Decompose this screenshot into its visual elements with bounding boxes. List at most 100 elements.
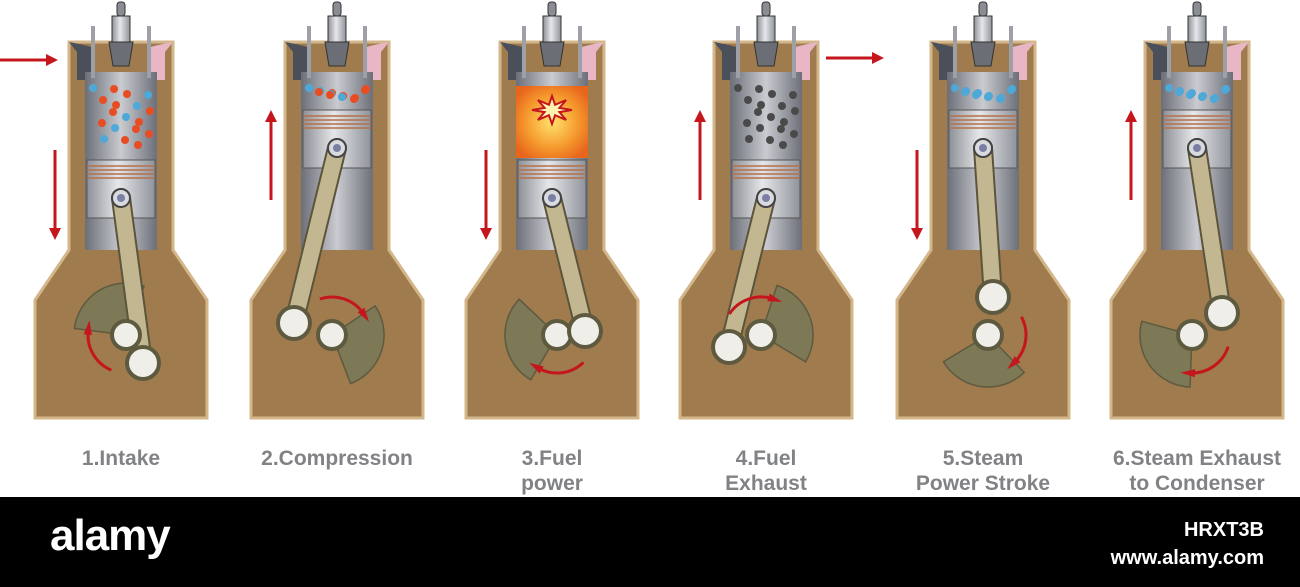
wrist-pin-center [979,144,987,152]
crank-counterweight [504,298,558,381]
gas-particle [98,119,106,127]
intake-port [931,42,957,80]
gas-particle [338,93,346,101]
intake-port [714,42,740,80]
intake-port [69,42,95,80]
spark-plug-hex [753,41,779,67]
rotation-arrow-head [1180,369,1196,378]
gas-particle [112,101,120,109]
crank-pin [1204,295,1240,331]
rotation-arrow-head [529,362,544,374]
alamy-logo: alamy [50,511,171,560]
gas-particle [361,86,369,94]
right-arrow-icon [46,54,58,66]
gas-particle [984,93,992,101]
stage-label-line: 2.Compression [261,447,413,470]
gas-particle [961,88,969,96]
crankshaft-main [541,319,573,351]
connecting-rod [975,140,1001,305]
stroke-arrow-head [49,228,61,240]
explosion-spark-icon [531,92,573,128]
gas-particle [89,84,97,92]
crankshaft-main [1176,319,1208,351]
stage-label-line: 3.Fuel [521,447,583,470]
spark-plug-hex [324,41,350,67]
rotation-arrow-head [83,320,92,336]
spark-plug-terminal [116,1,126,17]
rotation-arrow-head [1007,356,1021,370]
stage-label-line: 5.Steam [942,447,1024,470]
gas-particle [767,113,775,121]
gas-particle [109,108,117,116]
connecting-rod [544,190,593,339]
gas-particle [305,84,313,92]
gas-particle [145,130,153,138]
engine-stage-1 [33,1,209,420]
stage-label-steam-power: 5.Steam Power Stroke [878,446,1088,496]
rotation-arrow-head [767,293,783,302]
gas-particle [135,118,143,126]
rotation-arrow [537,361,585,375]
stage-label-line: Exhaust [725,472,807,495]
right-arrow-icon [872,52,884,64]
gas-particle [780,118,788,126]
gas-particle [789,91,797,99]
watermark-bar: alamy HRXT3B www.alamy.com [0,497,1300,587]
wrist-pin-center [333,144,341,152]
spark-plug-terminal [978,1,988,17]
rotation-arrow [86,330,112,372]
gas-particle [778,102,786,110]
wrist-pin-center [548,194,556,202]
intake-port [285,42,311,80]
gas-particle [315,88,323,96]
spark-plug-body [1187,15,1207,43]
gas-particle [100,135,108,143]
stroke-arrow-head [1125,110,1137,122]
stage-label-steam-exhaust: 6.Steam Exhaust to Condenser [1092,446,1300,496]
gas-particle [121,136,129,144]
stroke-arrow-head [480,228,492,240]
image-id: HRXT3B [1183,519,1264,541]
stage-label-line: power [521,472,583,495]
crank-counterweight [331,304,385,385]
stage-label-fuel-exhaust: 4.Fuel Exhaust [661,446,871,496]
spark-plug-terminal [547,1,557,17]
exhaust-port [792,42,818,80]
spark-plug-terminal [332,1,342,17]
crank-counterweight [942,334,1026,388]
engine-stage-2 [249,1,425,420]
gas-particle [757,101,765,109]
crank-pin [567,313,603,349]
gas-particle [1221,86,1229,94]
gas-particle [133,102,141,110]
spark-plug-hex [1184,41,1210,67]
gas-particle [110,85,118,93]
gas-particle [111,124,119,132]
exhaust-port [1223,42,1249,80]
gas-particle [790,130,798,138]
stage-label-line: Power Stroke [915,472,1051,495]
stage-label-compression: 2.Compression [232,446,442,471]
connecting-rod [1189,140,1230,321]
engine-stage-6 [1109,1,1285,420]
crank-pin [711,329,747,365]
gas-particle [123,90,131,98]
gas-particle [755,85,763,93]
spark-plug-terminal [1192,1,1202,17]
stage-label-line: 6.Steam Exhaust [1112,447,1282,470]
gas-particle [146,107,154,115]
intake-port [500,42,526,80]
gas-particle [734,84,742,92]
gas-particle [1186,91,1194,99]
engine-stage-4 [678,1,854,420]
gas-particle [99,96,107,104]
gas-particle [744,96,752,104]
gas-particle [756,124,764,132]
gas-particle [1210,95,1218,103]
spark-plug-body [542,15,562,43]
rotation-arrow [319,295,365,315]
stage-label-line: 4.Fuel [735,447,797,470]
exhaust-port [363,42,389,80]
stage-label-line: to Condenser [1129,472,1265,495]
gas-particle [745,135,753,143]
